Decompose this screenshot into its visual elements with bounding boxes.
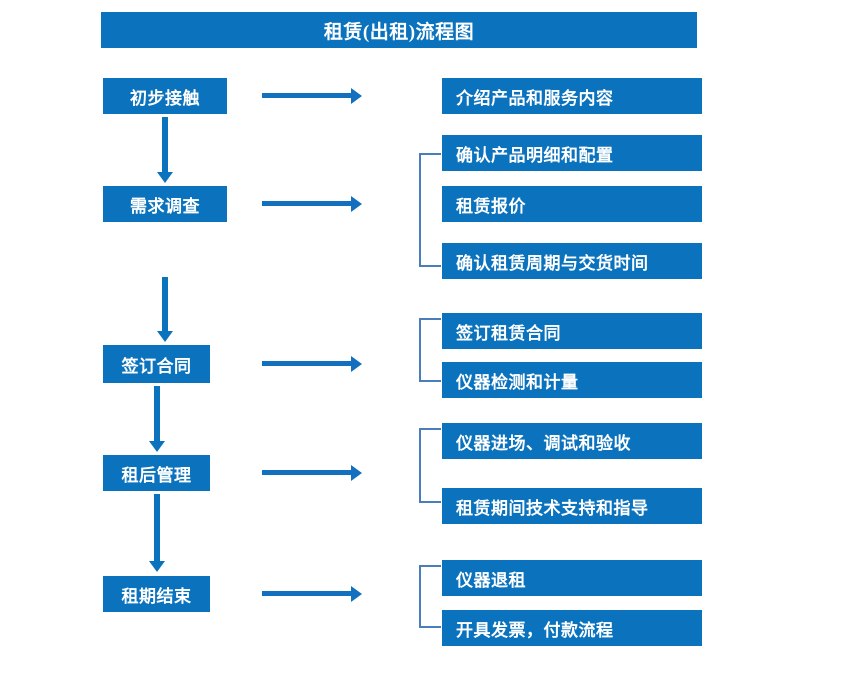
task-box-10[interactable]: 开具发票，付款流程 [442, 610, 702, 646]
link-arrow-right-3 [262, 355, 362, 373]
group-bracket-2 [419, 318, 441, 382]
flow-arrow-down-3 [146, 386, 168, 452]
stage-box-5[interactable]: 租期结束 [103, 576, 210, 612]
task-label-9: 仪器退租 [456, 570, 526, 590]
stage-label-5: 租期结束 [121, 586, 192, 606]
flow-arrow-down-2 [154, 277, 176, 342]
group-bracket-3 [419, 428, 441, 503]
group-bracket-1 [419, 153, 441, 267]
stage-label-4: 租后管理 [121, 465, 192, 485]
task-label-7: 仪器进场、调试和验收 [456, 433, 631, 453]
stage-box-2[interactable]: 需求调查 [103, 186, 227, 222]
stage-label-3: 签订合同 [121, 356, 192, 376]
stage-box-1[interactable]: 初步接触 [103, 78, 227, 114]
diagram-title: 租赁(出租)流程图 [101, 12, 697, 48]
link-arrow-right-5 [262, 585, 362, 603]
stage-label-1: 初步接触 [130, 88, 200, 108]
task-label-10: 开具发票，付款流程 [456, 620, 614, 640]
task-box-2[interactable]: 确认产品明细和配置 [442, 135, 702, 171]
link-arrow-right-1 [262, 87, 362, 105]
link-arrow-right-4 [262, 464, 362, 482]
task-label-4: 确认租赁周期与交货时间 [456, 253, 649, 273]
task-box-6[interactable]: 仪器检测和计量 [442, 362, 702, 398]
task-box-9[interactable]: 仪器退租 [442, 560, 702, 596]
stage-box-3[interactable]: 签订合同 [103, 345, 210, 383]
task-label-2: 确认产品明细和配置 [456, 145, 614, 165]
task-label-8: 租赁期间技术支持和指导 [456, 498, 649, 518]
link-arrow-right-2 [262, 195, 362, 213]
task-label-3: 租赁报价 [456, 196, 526, 216]
task-box-5[interactable]: 签订租赁合同 [442, 313, 702, 349]
task-label-5: 签订租赁合同 [456, 323, 561, 343]
stage-box-4[interactable]: 租后管理 [103, 455, 210, 491]
task-box-8[interactable]: 租赁期间技术支持和指导 [442, 488, 702, 524]
group-bracket-4 [419, 565, 441, 628]
task-label-6: 仪器检测和计量 [456, 372, 579, 392]
flow-arrow-down-1 [154, 117, 176, 183]
task-box-1[interactable]: 介绍产品和服务内容 [442, 78, 702, 114]
task-label-1: 介绍产品和服务内容 [456, 88, 614, 108]
task-box-4[interactable]: 确认租赁周期与交货时间 [442, 243, 702, 279]
stage-label-2: 需求调查 [130, 196, 200, 216]
flow-arrow-down-4 [146, 494, 168, 572]
task-box-3[interactable]: 租赁报价 [442, 186, 702, 222]
task-box-7[interactable]: 仪器进场、调试和验收 [442, 423, 702, 459]
